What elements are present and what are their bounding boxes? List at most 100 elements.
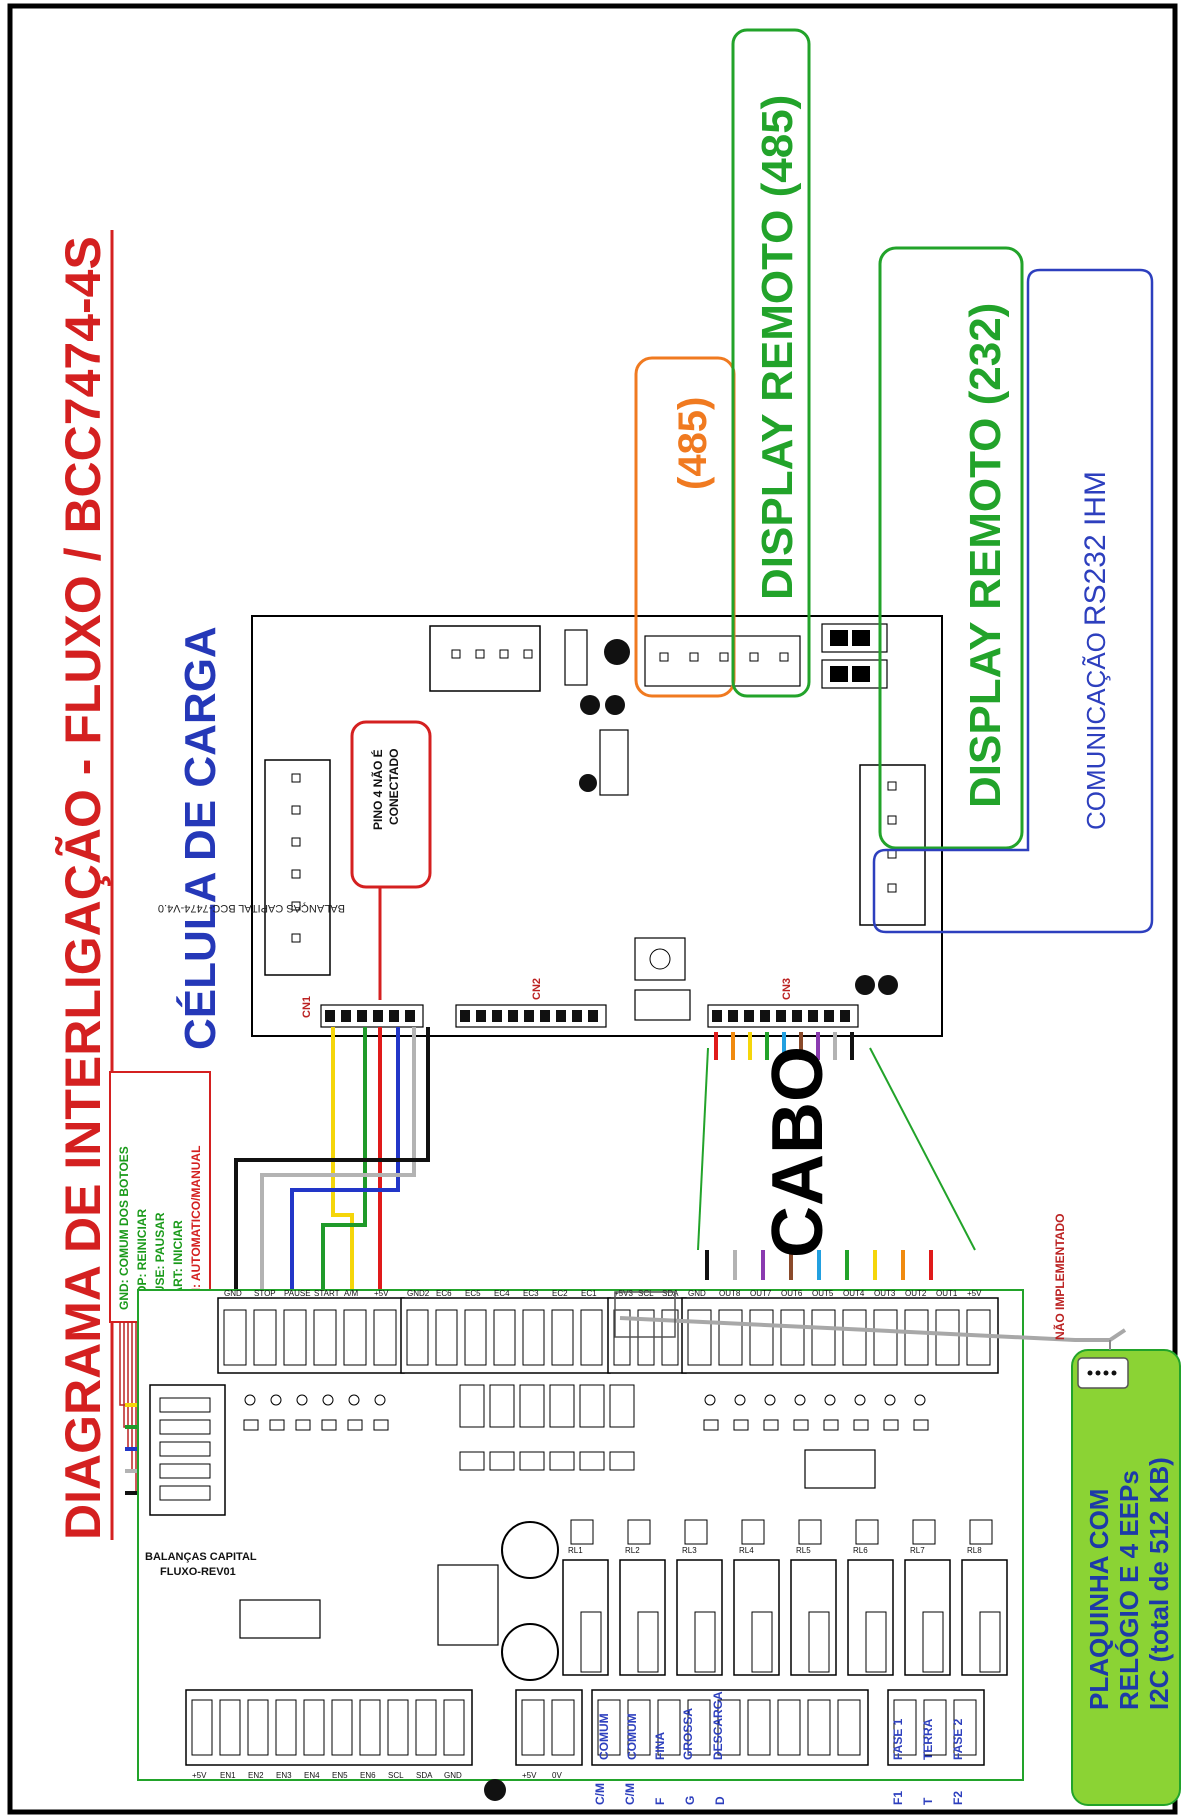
top-connector-slot <box>522 1309 545 1366</box>
relay-label: RL4 <box>739 1546 754 1555</box>
resistor <box>489 1451 515 1471</box>
fluxo-board-label-2: FLUXO-REV01 <box>160 1566 236 1578</box>
bottom-letter: T <box>921 1797 935 1805</box>
relay <box>562 1559 609 1676</box>
resistor <box>763 1419 779 1431</box>
terminal-pin <box>779 652 789 662</box>
terminal-pin <box>291 901 301 911</box>
cn1-wire <box>234 1027 430 1290</box>
cn1-wire <box>260 1027 416 1290</box>
bottom-connector-slot <box>717 1699 741 1756</box>
relay-label: RL6 <box>853 1546 868 1555</box>
cn1-wire <box>290 1027 400 1290</box>
resistor <box>823 1419 839 1431</box>
led <box>374 1394 386 1406</box>
terminal-pin <box>291 933 301 943</box>
top-connector-slot <box>493 1309 516 1366</box>
bottom-connector-slot <box>893 1699 917 1756</box>
bottom-connector-slot <box>747 1699 771 1756</box>
top-connector-slot <box>223 1309 247 1366</box>
bottom-connector-slot <box>275 1699 297 1756</box>
top-connector-label: GND2 <box>407 1289 430 1298</box>
led <box>884 1394 896 1406</box>
top-connector-slot <box>687 1309 712 1366</box>
led <box>296 1394 308 1406</box>
resistor <box>883 1419 899 1431</box>
top-connector-block <box>400 1297 611 1374</box>
relay-label: RL3 <box>682 1546 697 1555</box>
bottom-connector-label: +5V <box>192 1771 207 1780</box>
led <box>794 1394 806 1406</box>
relay-coil <box>808 1611 830 1673</box>
terminal-pin <box>659 652 669 662</box>
relay <box>961 1559 1008 1676</box>
header-pin <box>325 1010 335 1022</box>
led <box>704 1394 716 1406</box>
bottom-connector-slot <box>359 1699 381 1756</box>
top-connector-label: OUT3 <box>874 1289 896 1298</box>
plaquinha-header <box>1077 1357 1129 1389</box>
relay <box>676 1559 723 1676</box>
header-pin <box>728 1010 738 1022</box>
terminal-pin <box>291 773 301 783</box>
top-connector-slot <box>873 1309 898 1366</box>
led <box>854 1394 866 1406</box>
header-pin <box>712 1010 722 1022</box>
display-remoto-232-box <box>878 246 1024 850</box>
top-connector-slot <box>435 1309 458 1366</box>
led <box>764 1394 776 1406</box>
cabo-bracket-left <box>697 1047 709 1251</box>
top-connector-slot <box>313 1309 337 1366</box>
header-pin <box>405 1010 415 1022</box>
led <box>244 1394 256 1406</box>
bottom-letter: F <box>653 1798 667 1805</box>
transistor <box>741 1519 765 1545</box>
optocoupler <box>609 1384 635 1428</box>
top-connector-label: OUT2 <box>905 1289 927 1298</box>
relay-label: RL2 <box>625 1546 640 1555</box>
pino4-line2: CONECTADO <box>387 749 401 825</box>
small-conn-pin <box>159 1463 211 1479</box>
bottom-connector-slot <box>777 1699 801 1756</box>
terminal-pin <box>291 869 301 879</box>
plaquinha-line3: I2C (total de 512 KB) <box>1144 1457 1174 1710</box>
header-pin <box>389 1010 399 1022</box>
bottom-connector-slot <box>657 1699 681 1756</box>
led <box>914 1394 926 1406</box>
header-pin <box>357 1010 367 1022</box>
optocoupler <box>549 1384 575 1428</box>
relay-coil <box>751 1611 773 1673</box>
bottom-letter: G <box>683 1796 697 1805</box>
relay-coil <box>865 1611 887 1673</box>
top-connector-label: OUT7 <box>750 1289 772 1298</box>
top-connector-slot <box>904 1309 929 1366</box>
bottom-function-label: GROSSA <box>681 1708 695 1760</box>
header-pin <box>808 1010 818 1022</box>
relay-label: RL8 <box>967 1546 982 1555</box>
bottom-letter: C/M <box>593 1783 607 1805</box>
bottom-function-label: FASE 2 <box>951 1718 965 1760</box>
header-pin <box>792 1010 802 1022</box>
bottom-connector-label: EN2 <box>248 1771 264 1780</box>
top-connector-label: SDA <box>662 1289 679 1298</box>
top-connector-label: EC6 <box>436 1289 452 1298</box>
terminal-pin <box>451 649 461 659</box>
bottom-connector-slot <box>687 1699 711 1756</box>
bottom-connector-block <box>887 1689 985 1766</box>
header-pin <box>341 1010 351 1022</box>
small-conn-pin <box>159 1441 211 1457</box>
board-silk-label: BALANÇAS CAPITAL BCC-7474-V4.0 <box>158 902 345 914</box>
terminal-pin <box>887 815 897 825</box>
bottom-connector-label: +5V <box>522 1771 537 1780</box>
relay-coil <box>637 1611 659 1673</box>
i2c-header <box>614 1291 676 1338</box>
relay <box>847 1559 894 1676</box>
bottom-connector-slot <box>597 1699 621 1756</box>
relay-coil <box>694 1611 716 1673</box>
rs232-ihm-box <box>872 268 1154 934</box>
optocoupler <box>489 1384 515 1428</box>
transistor <box>570 1519 594 1545</box>
top-connector-label: OUT5 <box>812 1289 834 1298</box>
bottom-connector-slot <box>627 1699 651 1756</box>
